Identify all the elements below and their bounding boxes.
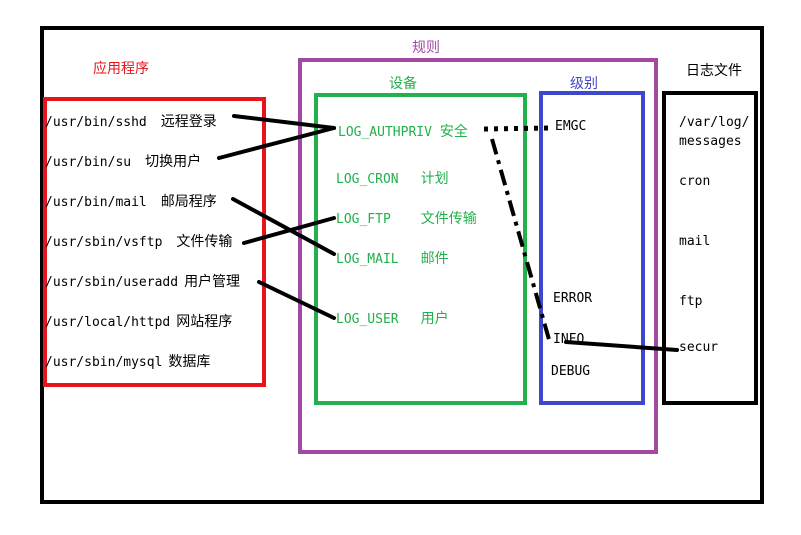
rules-title: 规则 xyxy=(412,40,440,56)
facility-title: 设备 xyxy=(389,76,417,92)
facility-desc: 文件传输 xyxy=(420,211,477,227)
facility-name: LOG_CRON xyxy=(336,172,399,187)
level-box xyxy=(539,91,645,405)
app-item-su: /usr/bin/su 切换用户 xyxy=(45,151,201,171)
app-desc: 数据库 xyxy=(168,354,211,370)
app-path: /usr/bin/mail xyxy=(45,195,147,210)
app-desc: 远程登录 xyxy=(160,114,217,130)
logfile-messages-path: /var/log/ xyxy=(679,115,750,130)
level-debug: DEBUG xyxy=(551,364,591,379)
rules-box xyxy=(298,58,658,454)
facility-desc: 安全 xyxy=(439,124,468,140)
app-path: /usr/bin/su xyxy=(45,155,132,170)
facility-name: LOG_AUTHPRIV xyxy=(338,125,432,140)
logfile-title: 日志文件 xyxy=(686,63,742,79)
app-desc: 切换用户 xyxy=(145,154,202,170)
facility-ftp: LOG_FTP 文件传输 xyxy=(336,208,477,228)
app-item-httpd: /usr/local/httpd 网站程序 xyxy=(45,311,232,331)
level-error: ERROR xyxy=(553,291,593,306)
facility-name: LOG_FTP xyxy=(336,212,391,227)
app-item-sshd: /usr/bin/sshd 远程登录 xyxy=(45,111,217,131)
app-path: /usr/bin/sshd xyxy=(45,115,147,130)
level-emgc: EMGC xyxy=(555,119,587,134)
app-desc: 邮局程序 xyxy=(160,194,217,210)
app-path: /usr/sbin/useradd xyxy=(45,275,179,290)
facility-name: LOG_MAIL xyxy=(336,252,399,267)
facility-desc: 用户 xyxy=(420,311,449,327)
facility-desc: 邮件 xyxy=(420,251,449,267)
facility-authpriv: LOG_AUTHPRIV 安全 xyxy=(338,121,468,141)
app-item-mail: /usr/bin/mail 邮局程序 xyxy=(45,191,217,211)
level-title: 级别 xyxy=(570,76,598,92)
logfile-box xyxy=(662,91,758,405)
app-path: /usr/sbin/mysql xyxy=(45,355,163,370)
logfile-cron: cron xyxy=(679,174,711,189)
facility-name: LOG_USER xyxy=(336,312,399,327)
app-desc: 用户管理 xyxy=(184,274,241,290)
facility-cron: LOG_CRON 计划 xyxy=(336,168,449,188)
facility-desc: 计划 xyxy=(420,171,449,187)
outer-frame xyxy=(40,26,764,504)
logfile-ftp: ftp xyxy=(679,294,703,309)
apps-title: 应用程序 xyxy=(93,61,149,77)
app-path: /usr/local/httpd xyxy=(45,315,171,330)
app-path: /usr/sbin/vsftp xyxy=(45,235,163,250)
level-info: INFO xyxy=(553,332,585,347)
facility-user: LOG_USER 用户 xyxy=(336,308,449,328)
app-desc: 网站程序 xyxy=(176,314,233,330)
logfile-messages-name: messages xyxy=(679,134,742,149)
app-item-vsftp: /usr/sbin/vsftp 文件传输 xyxy=(45,231,232,251)
logfile-secur: secur xyxy=(679,340,719,355)
app-item-useradd: /usr/sbin/useradd 用户管理 xyxy=(45,271,240,291)
app-item-mysql: /usr/sbin/mysql 数据库 xyxy=(45,351,210,371)
app-desc: 文件传输 xyxy=(176,234,233,250)
facility-mail: LOG_MAIL 邮件 xyxy=(336,248,449,268)
logfile-mail: mail xyxy=(679,234,711,249)
